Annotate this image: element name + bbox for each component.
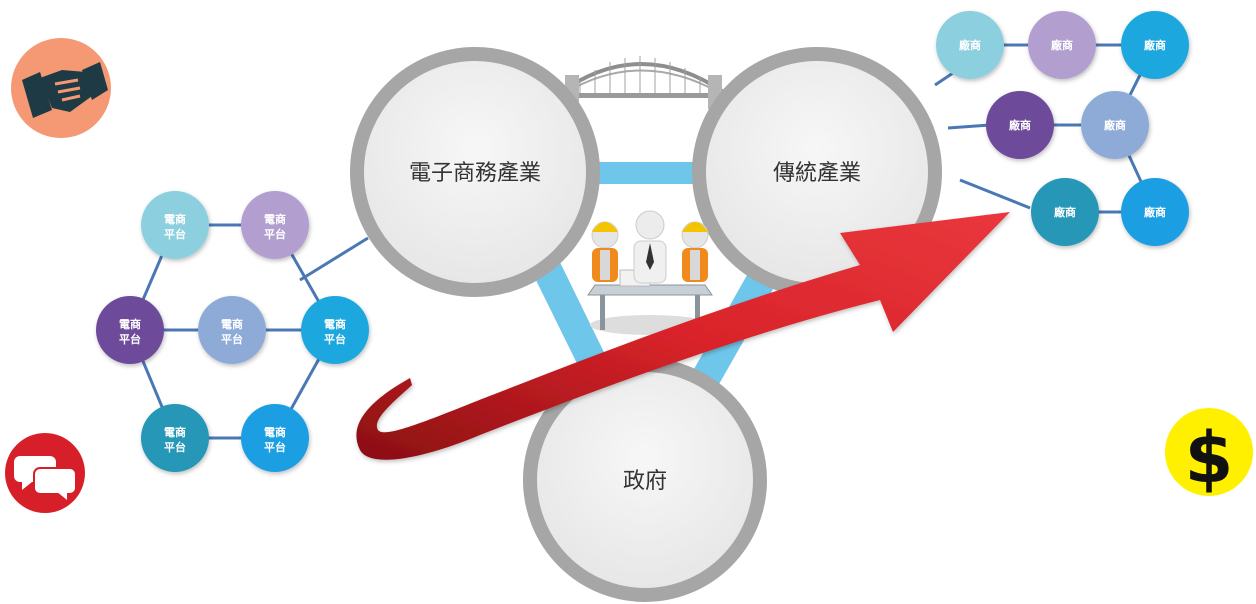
ecommerce-node-label-line1: 電商 (324, 317, 346, 331)
hub-government-label: 政府 (623, 469, 667, 494)
ecommerce-node-label-line2: 平台 (324, 332, 346, 346)
ecommerce-node-label-line1: 電商 (119, 317, 141, 331)
ecommerce-node-label-line1: 電商 (221, 317, 243, 331)
dollar-symbol: $ (1185, 417, 1234, 499)
chat-bubbles-icon (5, 433, 85, 513)
ecommerce-node-label-line2: 平台 (164, 440, 186, 454)
ecommerce-node-label-line1: 電商 (164, 425, 186, 439)
vendor-nodes: 廠商廠商廠商廠商廠商廠商廠商 (936, 11, 1189, 246)
vendor-node: 廠商 (1121, 11, 1189, 79)
ecommerce-node-label-line2: 平台 (164, 227, 186, 241)
dollar-icon: $ (1165, 408, 1253, 499)
hub-ecommerce: 電子商務產業 (350, 47, 600, 297)
vendor-node: 廠商 (1121, 178, 1189, 246)
hub-ecommerce-label: 電子商務產業 (409, 161, 541, 186)
vendor-node-label: 廠商 (1104, 118, 1126, 132)
vendor-node-label: 廠商 (1144, 38, 1166, 52)
ecommerce-node-label-line1: 電商 (164, 212, 186, 226)
vendor-node-label: 廠商 (1144, 205, 1166, 219)
ecommerce-node-label-line2: 平台 (264, 440, 286, 454)
vendor-node: 廠商 (1031, 178, 1099, 246)
meeting-figures-icon (587, 210, 713, 335)
ecommerce-node-label-line2: 平台 (119, 332, 141, 346)
vendor-node-label: 廠商 (959, 38, 981, 52)
ecommerce-node-label-line2: 平台 (264, 227, 286, 241)
vendor-node: 廠商 (936, 11, 1004, 79)
vendor-node-label: 廠商 (1009, 118, 1031, 132)
connector-top (590, 162, 710, 184)
growth-arrow-icon (356, 212, 1010, 460)
hub-traditional-label: 傳統產業 (773, 161, 861, 186)
hub-government: 政府 (523, 358, 767, 602)
vendor-node-label: 廠商 (1051, 38, 1073, 52)
vendor-node: 廠商 (1081, 91, 1149, 159)
ecommerce-node-label-line2: 平台 (221, 332, 243, 346)
vendor-node: 廠商 (986, 91, 1054, 159)
ecommerce-node-label-line1: 電商 (264, 425, 286, 439)
vendor-node: 廠商 (1028, 11, 1096, 79)
handshake-icon (11, 38, 111, 138)
vendor-node-label: 廠商 (1054, 205, 1076, 219)
ecommerce-node-label-line1: 電商 (264, 212, 286, 226)
